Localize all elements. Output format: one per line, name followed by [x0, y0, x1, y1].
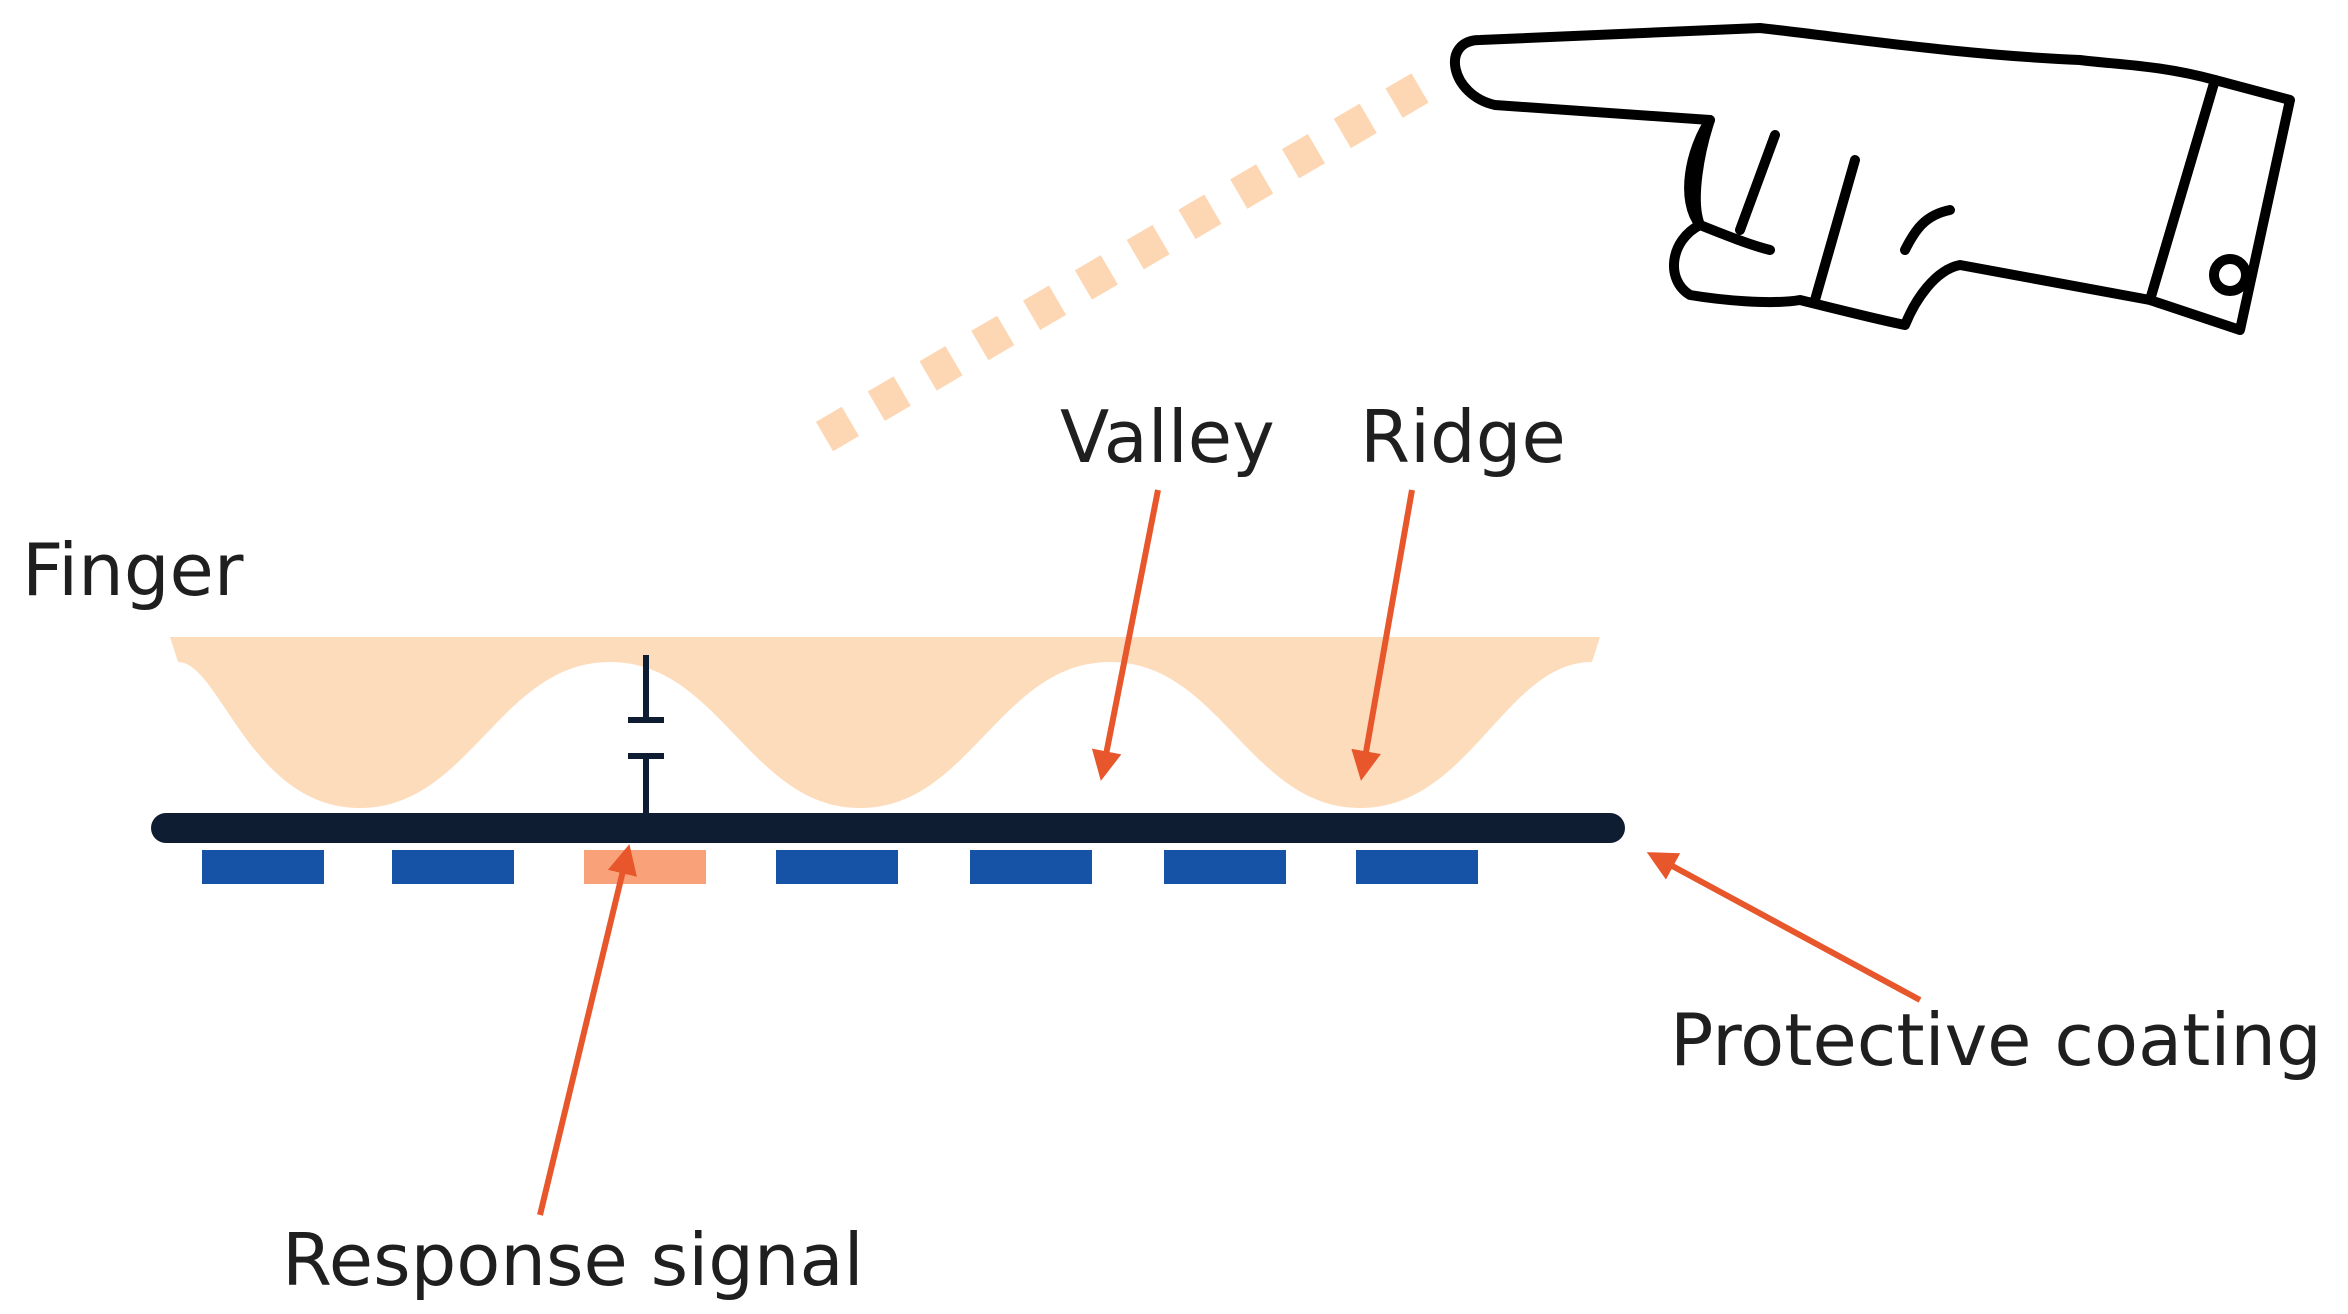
finger-label: Finger	[22, 528, 244, 612]
finger-shape	[170, 637, 1600, 808]
pointing-hand-icon	[1449, 23, 2295, 335]
valley-label: Valley	[1060, 395, 1275, 479]
sensor-array	[202, 850, 1478, 884]
sensor-electrode	[202, 850, 324, 884]
valley-arrow	[1091, 489, 1161, 781]
sensor-electrode	[1356, 850, 1478, 884]
sensor-electrode	[970, 850, 1092, 884]
ridge-label: Ridge	[1360, 395, 1566, 479]
sensor-electrode	[776, 850, 898, 884]
protective-coating-label: Protective coating	[1670, 998, 2322, 1082]
pointer-dotted-line	[801, 73, 1429, 460]
capacitor-symbol-icon	[628, 655, 664, 815]
response-signal-arrow	[537, 844, 637, 1216]
sensor-electrode	[1164, 850, 1286, 884]
sensor-electrode-active	[584, 850, 706, 884]
ridge-arrow	[1351, 489, 1415, 781]
protective-coating-arrow	[1646, 852, 1922, 1003]
sensor-electrode	[392, 850, 514, 884]
response-signal-label: Response signal	[282, 1218, 864, 1302]
